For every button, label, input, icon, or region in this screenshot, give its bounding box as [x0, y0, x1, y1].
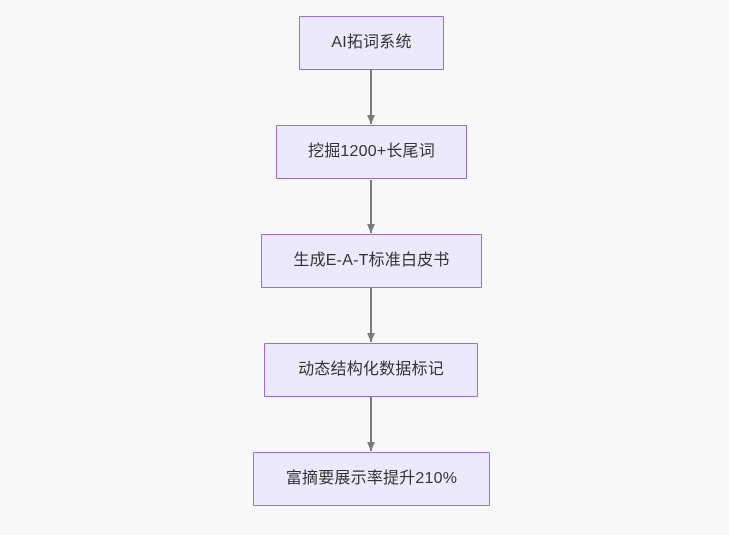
flow-node-ai-keyword-system[interactable]: AI拓词系统 — [299, 16, 444, 70]
flow-node-generate-eat-whitepaper[interactable]: 生成E-A-T标准白皮书 — [261, 234, 482, 288]
flow-node-label: 挖掘1200+长尾词 — [308, 143, 435, 161]
flow-node-label: 富摘要展示率提升210% — [285, 470, 458, 488]
flow-node-label: 动态结构化数据标记 — [298, 361, 444, 379]
flow-node-label: AI拓词系统 — [331, 34, 412, 52]
flow-node-rich-snippet-impression-uplift[interactable]: 富摘要展示率提升210% — [253, 452, 490, 506]
flow-node-dynamic-structured-data-markup[interactable]: 动态结构化数据标记 — [264, 343, 478, 397]
flow-node-label: 生成E-A-T标准白皮书 — [293, 252, 450, 270]
flow-node-mine-longtail-keywords[interactable]: 挖掘1200+长尾词 — [276, 125, 467, 179]
